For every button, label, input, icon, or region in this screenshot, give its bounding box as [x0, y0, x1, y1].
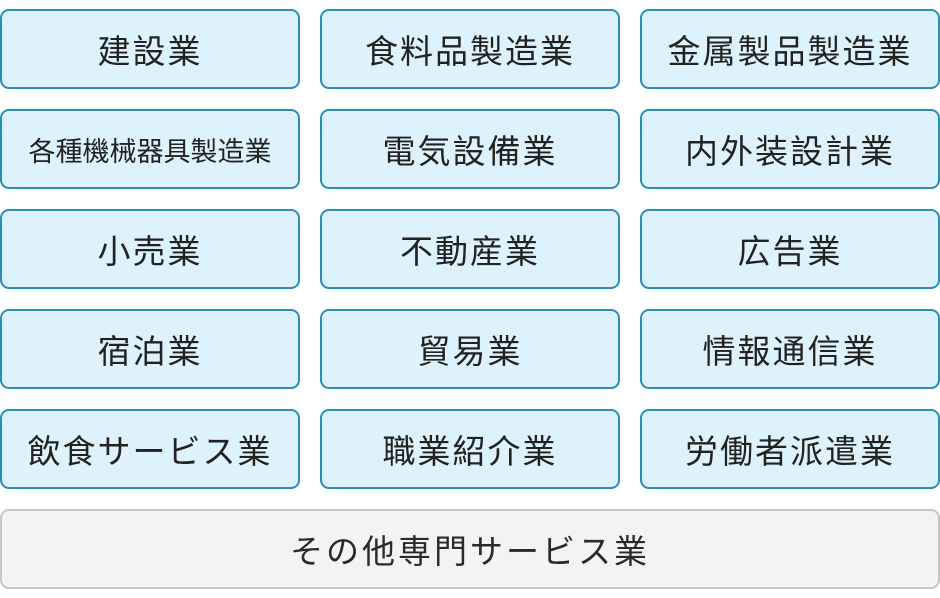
category-button-trade[interactable]: 貿易業 — [320, 309, 620, 389]
category-button-interior-exterior-design[interactable]: 内外装設計業 — [640, 109, 940, 189]
category-button-advertising[interactable]: 広告業 — [640, 209, 940, 289]
category-button-machinery-manufacturing[interactable]: 各種機械器具製造業 — [0, 109, 300, 189]
category-button-food-service[interactable]: 飲食サービス業 — [0, 409, 300, 489]
category-button-construction[interactable]: 建設業 — [0, 9, 300, 89]
category-button-worker-dispatch[interactable]: 労働者派遣業 — [640, 409, 940, 489]
category-button-electrical-equipment[interactable]: 電気設備業 — [320, 109, 620, 189]
category-button-retail[interactable]: 小売業 — [0, 209, 300, 289]
category-button-information-communication[interactable]: 情報通信業 — [640, 309, 940, 389]
category-button-real-estate[interactable]: 不動産業 — [320, 209, 620, 289]
category-button-accommodation[interactable]: 宿泊業 — [0, 309, 300, 389]
category-button-other-professional-services[interactable]: その他専門サービス業 — [0, 509, 940, 589]
category-button-food-manufacturing[interactable]: 食料品製造業 — [320, 9, 620, 89]
category-button-employment-placement[interactable]: 職業紹介業 — [320, 409, 620, 489]
category-button-metal-products-manufacturing[interactable]: 金属製品製造業 — [640, 9, 940, 89]
